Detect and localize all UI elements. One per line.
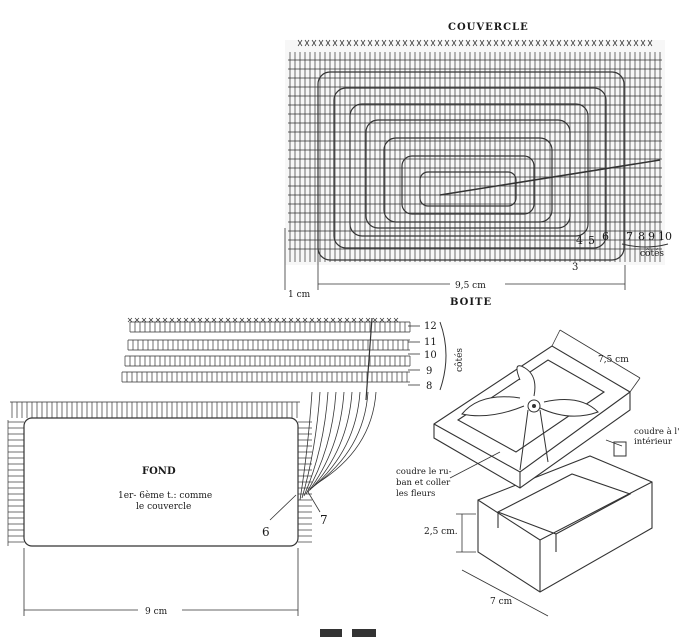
- box-row-10: 10: [424, 350, 437, 361]
- lid-chart: COUVERCLE 3 4 5 6 7 8 9 10 côtés 1 cm 9,…: [284, 22, 672, 300]
- box-join-line: [365, 317, 373, 401]
- page-number-fragment: [320, 629, 376, 637]
- box-chart: BOITE 12 11 10 9 8 côtés: [121, 297, 492, 501]
- assembly-ribbon-line3: les fleurs: [396, 489, 435, 499]
- box-side-rows: [121, 317, 411, 383]
- assembly-illustration: 7,5 cm coudre à l' intérieur coudre le r…: [396, 329, 679, 617]
- lid-stitch-pattern: [288, 39, 662, 262]
- lid-width-label: 9,5 cm: [455, 281, 486, 291]
- box-row-12: 12: [424, 321, 437, 332]
- assembly-ribbon-line1: coudre le ru-: [396, 467, 452, 477]
- base-mark-6: 6: [262, 525, 270, 539]
- assembly-inside-line2: intérieur: [634, 436, 673, 447]
- box-row-11: 11: [424, 337, 437, 348]
- base-note-line1: 1er- 6ème t.: comme: [118, 490, 212, 501]
- assembly-top-width-label: 7,5 cm: [598, 355, 629, 365]
- lid-sides-brace: [621, 243, 669, 248]
- lid-row-10: 10: [658, 230, 672, 243]
- base-mark-6-leader: [269, 494, 297, 521]
- lid-row-6: 6: [602, 230, 609, 243]
- base-width-label: 9 cm: [145, 607, 168, 617]
- base-left-edge: [7, 420, 24, 546]
- base-outline: [23, 417, 299, 547]
- inside-tab: [613, 441, 627, 457]
- base-chart: FOND 1er- 6ème t.: comme le couvercle 6 …: [7, 401, 328, 617]
- base-right-edge: [298, 421, 312, 543]
- assembly-inside-line1: coudre à l': [634, 426, 679, 437]
- lid-row-8: 8: [638, 230, 645, 243]
- lid-row-5: 5: [588, 234, 595, 247]
- assembly-ribbon-leader: [449, 451, 501, 479]
- base-mark-7: 7: [320, 513, 328, 527]
- base-note-line2: le couvercle: [136, 502, 191, 512]
- assembly-dimensions: [456, 329, 641, 617]
- box-row-8: 8: [426, 381, 432, 392]
- lid-sides-label: côtés: [640, 248, 664, 259]
- box-title: BOITE: [450, 297, 492, 308]
- assembly-ribbon-line2: ban et coller: [396, 478, 451, 488]
- lid-row-7: 7: [626, 230, 633, 243]
- base-title: FOND: [142, 466, 176, 477]
- box-row-numbers: 12 11 10 9 8: [408, 321, 437, 392]
- box-sides-label: côtés: [454, 348, 465, 372]
- assembly-depth-label: 7 cm: [490, 597, 513, 607]
- box-sides-brace: [439, 321, 447, 391]
- lid-row-9: 9: [648, 230, 655, 243]
- assembly-height-label: 2,5 cm.: [424, 527, 458, 537]
- lid-row-4: 4: [576, 234, 583, 247]
- base-mark-7-leader: [307, 491, 321, 513]
- base-top-edge: [10, 401, 300, 418]
- ribbon-bow: [461, 365, 599, 471]
- lid-row-numbers: 3 4 5 6 7 8 9 10: [572, 230, 672, 273]
- lid-pointer-line: [439, 159, 661, 196]
- box-row-9: 9: [426, 366, 432, 377]
- lower-box: [477, 455, 653, 593]
- lid-row-3: 3: [572, 262, 578, 273]
- lid-dimensions: [284, 228, 626, 290]
- lid-margin-label: 1 cm: [288, 290, 311, 300]
- base-dimensions: [23, 548, 299, 616]
- lid-title: COUVERCLE: [448, 22, 529, 33]
